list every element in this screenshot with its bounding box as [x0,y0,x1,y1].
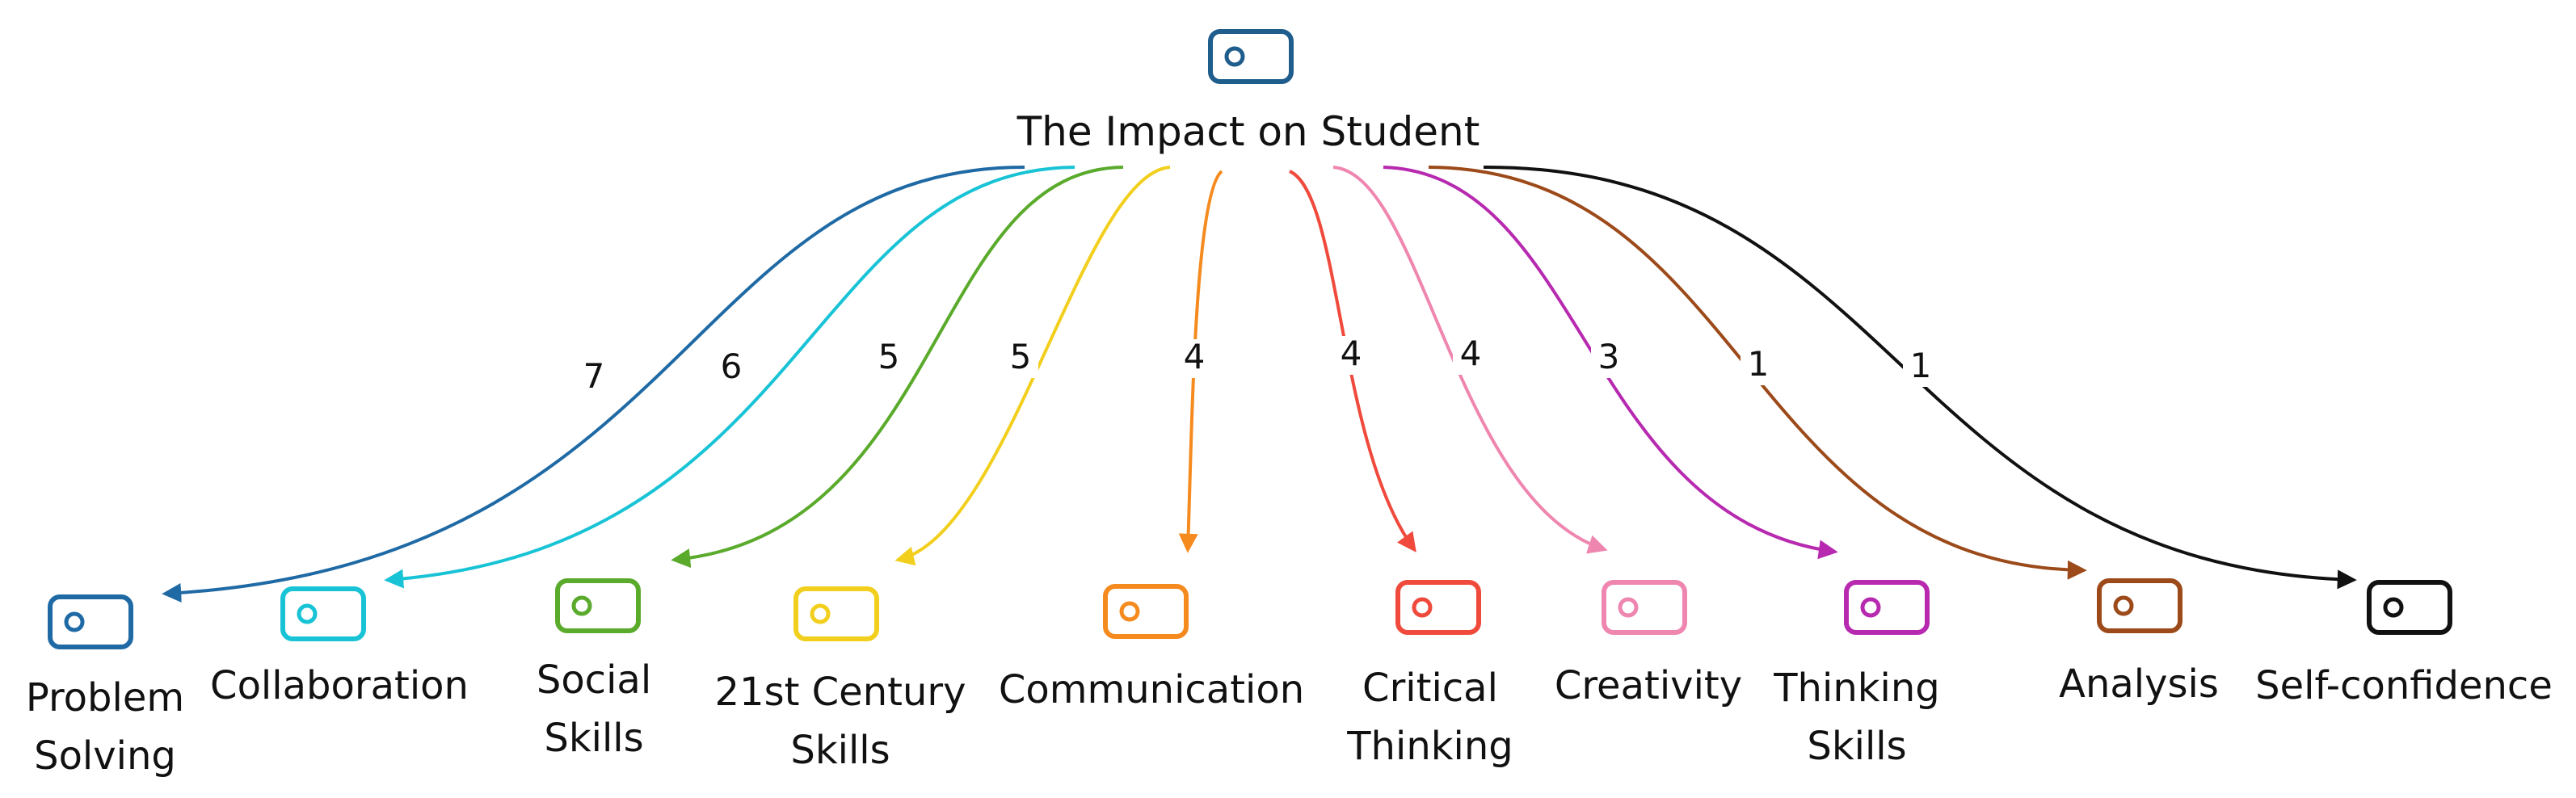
tag-hole [571,595,592,616]
tag-shape [1208,29,1294,84]
root-node[interactable]: The Impact on Student [1017,29,1480,155]
edge-thinking-skills [1383,166,1838,560]
edge-count-analysis: 1 [1748,344,1770,384]
edge-collaboration [384,166,1075,589]
node-label-self-confidence: Self-confidence [2255,663,2553,708]
tag-hole [1412,597,1433,618]
edge-count-social-skills: 5 [878,337,900,376]
tag-shape [555,578,641,633]
edge-count-critical-thinking: 4 [1341,334,1362,373]
tag-shape [2097,578,2182,633]
tag-shape [2367,580,2452,635]
node-collaboration[interactable]: Collaboration [210,586,469,708]
node-label-creativity: Creativity [1555,663,1742,708]
edge-count-collaboration: 6 [721,346,743,386]
tag-hole [1860,597,1881,618]
edge-problem-solving [162,166,1025,603]
edge-label-bg [871,339,907,378]
tag-shape [280,586,366,641]
tag-shape [1103,584,1189,639]
tag-shape [1395,580,1481,635]
tag-hole [297,603,318,624]
node-creativity[interactable]: Creativity [1555,580,1742,708]
edge-count-21st-century-skills: 5 [1010,337,1032,376]
root-label: The Impact on Student [1017,108,1480,155]
edge-label-bg [1453,336,1488,375]
tag-icon [280,586,366,641]
edge-label-bg [1333,336,1369,375]
node-communication[interactable]: Communication [999,584,1304,712]
edge-count-problem-solving: 7 [583,356,605,396]
edge-count-creativity: 4 [1460,334,1482,373]
tag-hole [2383,597,2404,618]
edge-count-thinking-skills: 3 [1598,337,1620,376]
tag-hole [2113,595,2134,616]
edge-social-skills [671,166,1124,569]
edge-label-bg [713,349,749,388]
tag-hole [1119,601,1140,622]
node-label-communication: Communication [999,667,1304,712]
edge-critical-thinking [1289,170,1416,552]
node-analysis[interactable]: Analysis [2059,578,2219,707]
tag-icon [1103,584,1189,639]
tag-icon [2097,578,2182,633]
tag-shape [48,594,133,649]
node-label-collaboration: Collaboration [210,663,469,708]
node-label-analysis: Analysis [2059,662,2219,707]
edge-communication [1178,170,1223,553]
edges: 7 6 5 5 4 4 4 3 1 1 [162,165,2357,603]
tag-shape [1602,580,1687,635]
edge-label-bg [1176,339,1212,378]
tag-icon [1395,580,1481,635]
edge-label-bg [1591,339,1627,378]
edge-21st-century-skills [894,166,1171,566]
tag-hole [810,603,831,624]
node-self-confidence[interactable]: Self-confidence [2255,580,2553,708]
tag-icon [1844,580,1930,635]
tag-shape [1844,580,1930,635]
tag-hole [1618,597,1639,618]
tag-icon [2367,580,2452,635]
edge-label-bg [576,359,612,397]
edge-label-bg [1903,348,1938,387]
tag-shape [793,586,879,641]
tag-icon [48,594,133,649]
tag-icon [1602,580,1687,635]
tag-hole [1224,46,1245,67]
edge-count-communication: 4 [1184,337,1206,376]
edge-label-bg [1003,339,1038,378]
edge-label-bg [1740,346,1776,385]
tag-hole [64,611,85,632]
tag-icon [793,586,879,641]
edge-count-self-confidence: 1 [1910,346,1932,385]
tag-icon [555,578,641,633]
tag-icon [1208,29,1294,84]
edge-creativity [1332,166,1608,554]
